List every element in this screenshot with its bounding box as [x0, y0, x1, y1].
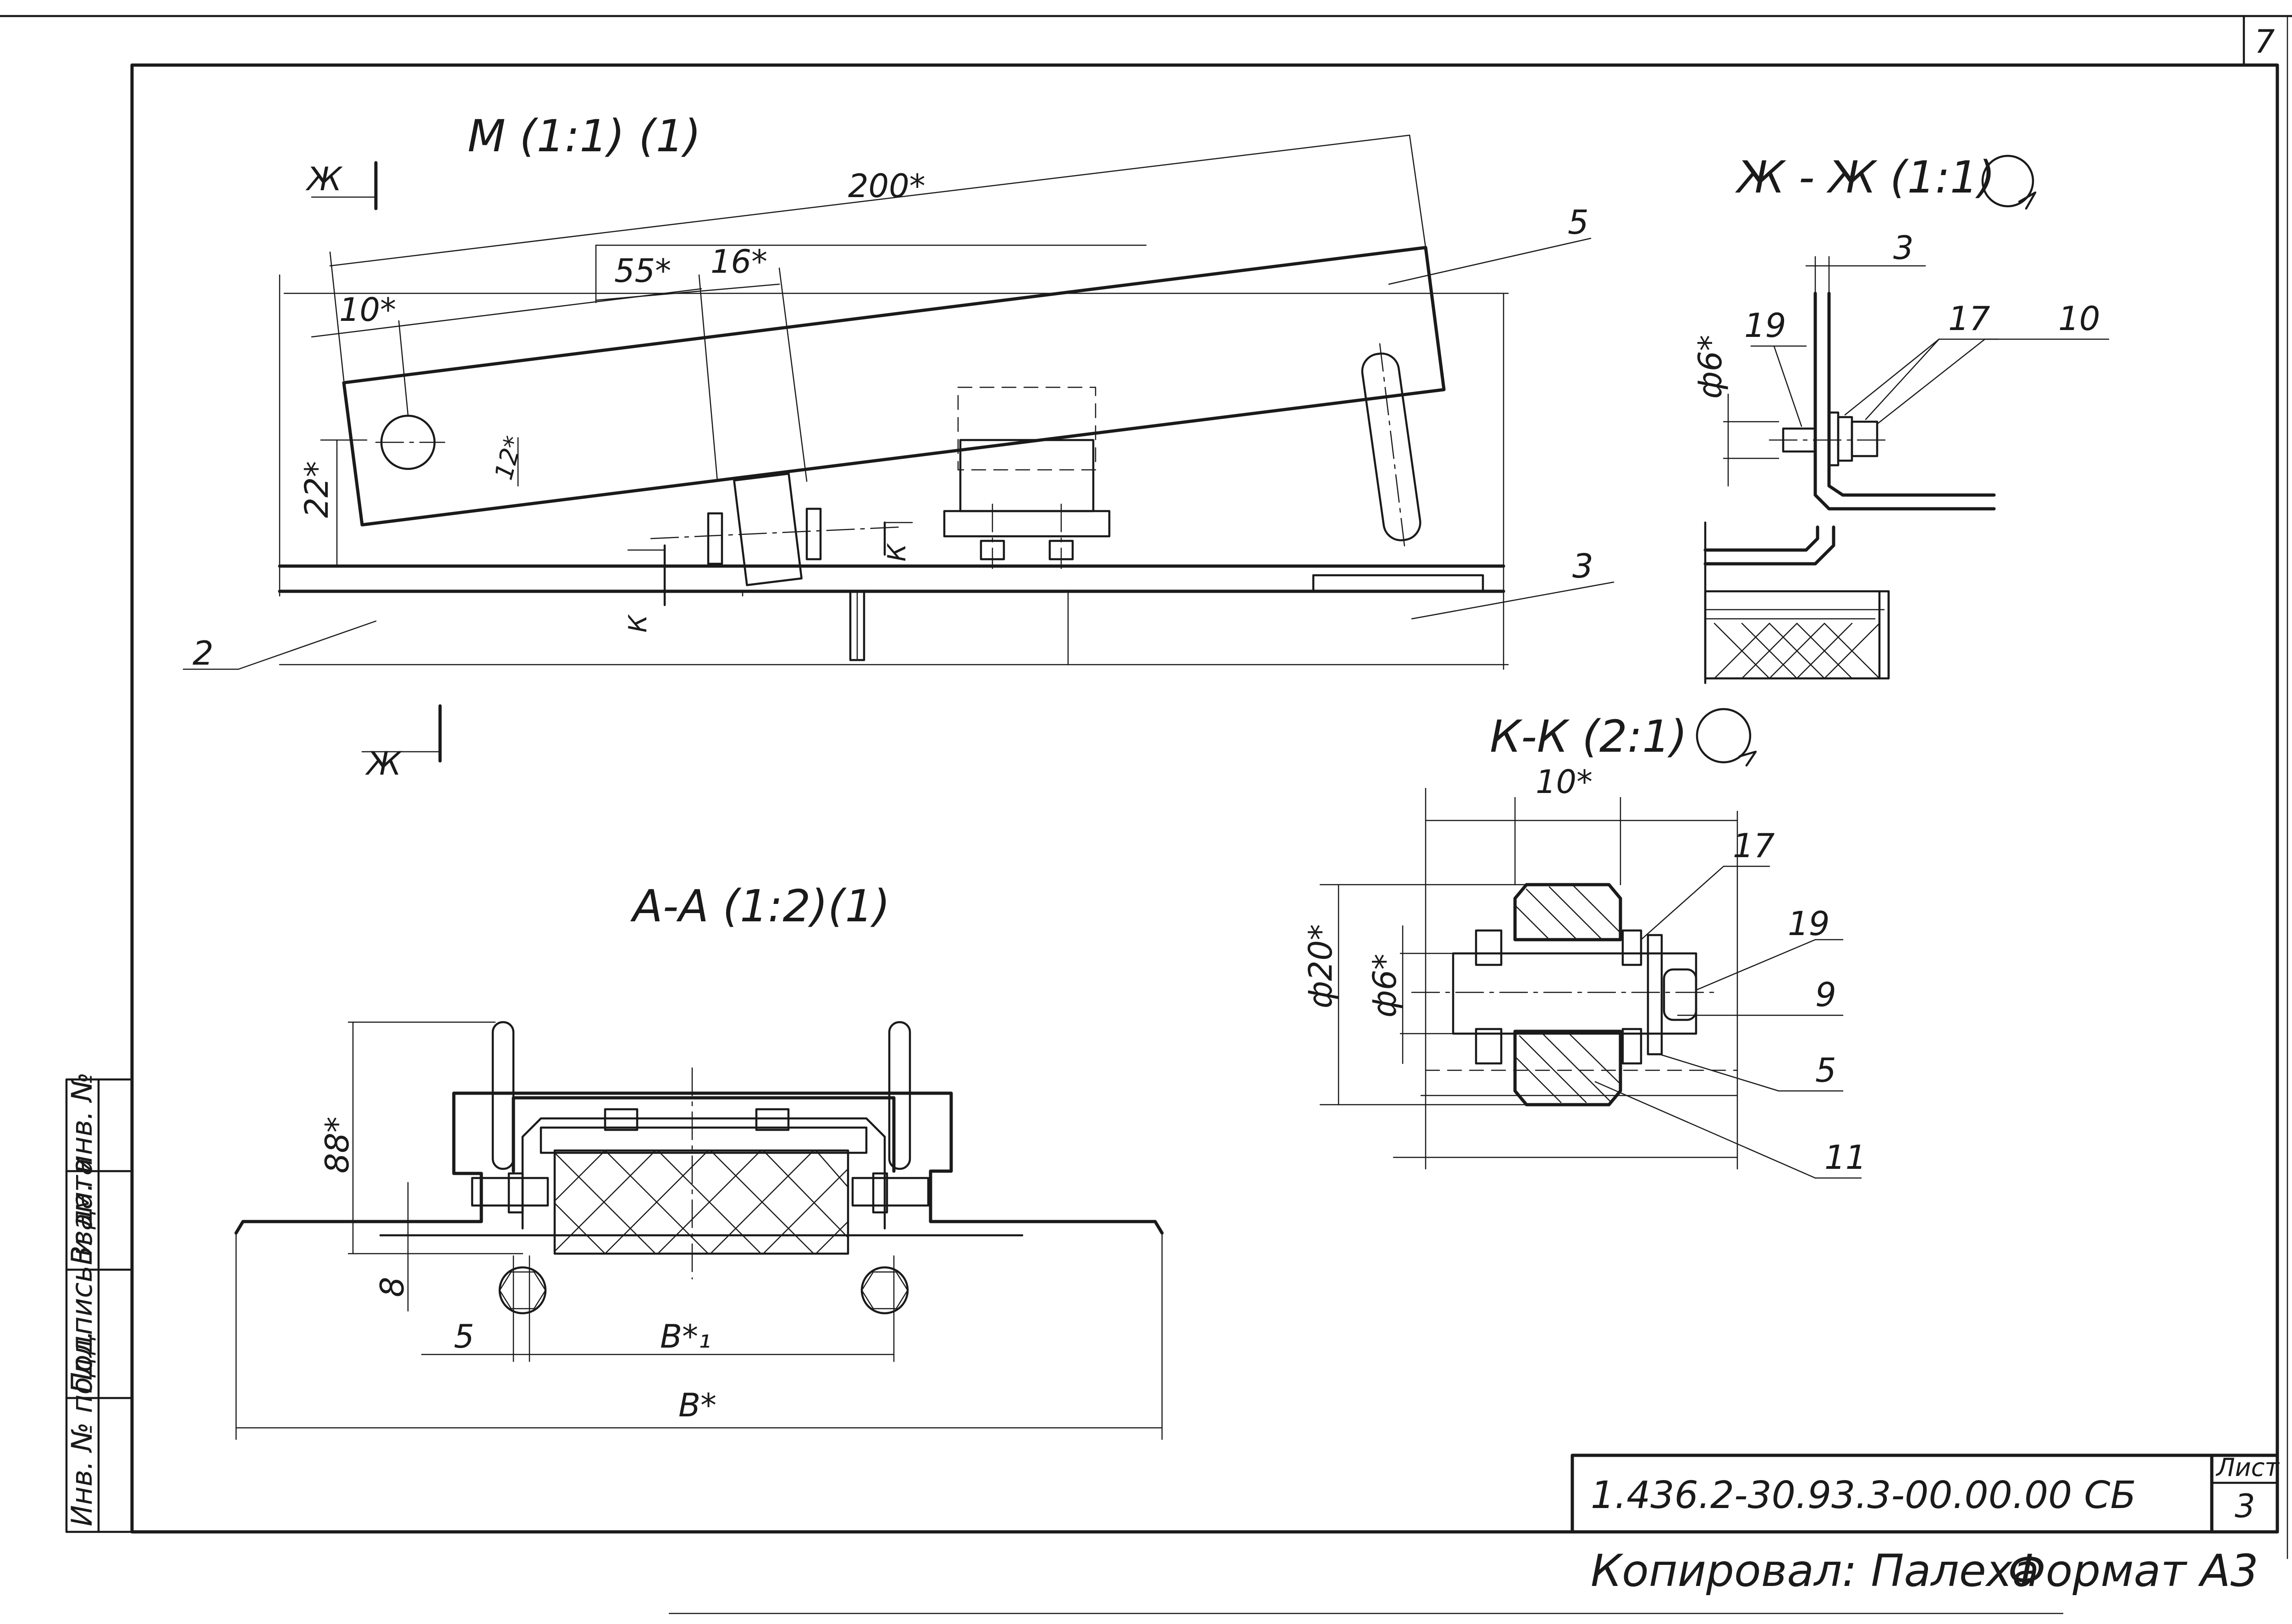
view-zh-title: Ж - Ж (1:1)	[1735, 152, 1995, 203]
sheet-label: Лист	[2215, 1453, 2280, 1482]
pos-5-view-m: 5	[1568, 203, 1589, 242]
footer-copied: Копировал: Палеха	[1591, 1545, 2039, 1596]
sheet-frame	[0, 15, 2292, 1614]
hatch-zh	[1713, 622, 1880, 679]
view-aa-title: А-А (1:2)(1)	[630, 881, 890, 932]
drawing-code: 1.436.2-30.93.3-00.00.00 СБ	[1591, 1474, 2136, 1517]
dim-3-view-zh: 3	[1893, 229, 1914, 267]
view-zh: Ж - Ж (1:1) 3 ф6*	[1691, 152, 2110, 684]
dim-b: В*	[678, 1387, 716, 1424]
dim-200: 200*	[848, 167, 926, 205]
dim-10: 10*	[339, 291, 396, 329]
section-zh-top: Ж	[305, 160, 343, 198]
pos-11-view-kk: 11	[1824, 1138, 1867, 1177]
view-aa: А-А (1:2)(1) 8	[234, 881, 1164, 1440]
dim-6-view-kk: ф6*	[1366, 954, 1404, 1018]
section-k-right: К	[882, 543, 911, 562]
pos-2-view-m: 2	[193, 634, 214, 672]
dim-b1: В*₁	[660, 1318, 711, 1355]
dim-10-view-kk: 10*	[1536, 763, 1592, 801]
stamp-vzam-inv: Взам. инв. №	[65, 1072, 99, 1265]
stamp-inv-podl: Инв. № подл.	[65, 1330, 99, 1526]
stamp-podpis-data: Подпись и дата	[65, 1158, 99, 1393]
dim-12: 12*	[489, 433, 529, 483]
pos-10-view-zh: 10	[2058, 299, 2100, 338]
view-kk: К-К (2:1) 10* ф20*	[1302, 708, 1867, 1179]
dim-22: 22*	[298, 461, 336, 518]
footer-format: Формат А3	[2008, 1545, 2259, 1596]
hatch-roller	[1514, 884, 1621, 1103]
title-block: 1.436.2-30.93.3-00.00.00 СБ Лист 3	[1570, 1453, 2280, 1534]
pos-17-view-kk: 17	[1733, 826, 1775, 865]
section-k-left: К	[623, 614, 652, 633]
side-stamp: Инв. № подл. Подпись и дата Взам. инв. №	[65, 1072, 133, 1533]
dim-6-view-zh: ф6*	[1691, 335, 1729, 399]
dim-55: 55*	[614, 252, 671, 290]
pos-19-view-zh: 19	[1744, 306, 1786, 345]
view-kk-title: К-К (2:1)	[1490, 711, 1687, 762]
sheet-number: 3	[2235, 1487, 2255, 1525]
pos-5-view-kk: 5	[1815, 1051, 1836, 1090]
pos-9-view-kk: 9	[1815, 975, 1836, 1014]
view-m: М (1:1) (1)	[182, 110, 1614, 782]
pos-17-view-zh: 17	[1948, 299, 1990, 338]
hatch-aa	[554, 1150, 849, 1255]
dim-5: 5	[454, 1318, 474, 1355]
dim-16: 16*	[711, 243, 767, 281]
dim-20-view-kk: ф20*	[1302, 924, 1339, 1008]
section-zh-bottom: Ж	[365, 745, 402, 782]
view-m-title: М (1:1) (1)	[468, 110, 701, 162]
dim-88: 88*	[319, 1117, 356, 1173]
dim-8: 8	[374, 1277, 411, 1297]
pos-19-view-kk: 19	[1788, 904, 1830, 943]
pos-3-view-m: 3	[1572, 547, 1593, 585]
page-number: 7	[2254, 23, 2275, 61]
